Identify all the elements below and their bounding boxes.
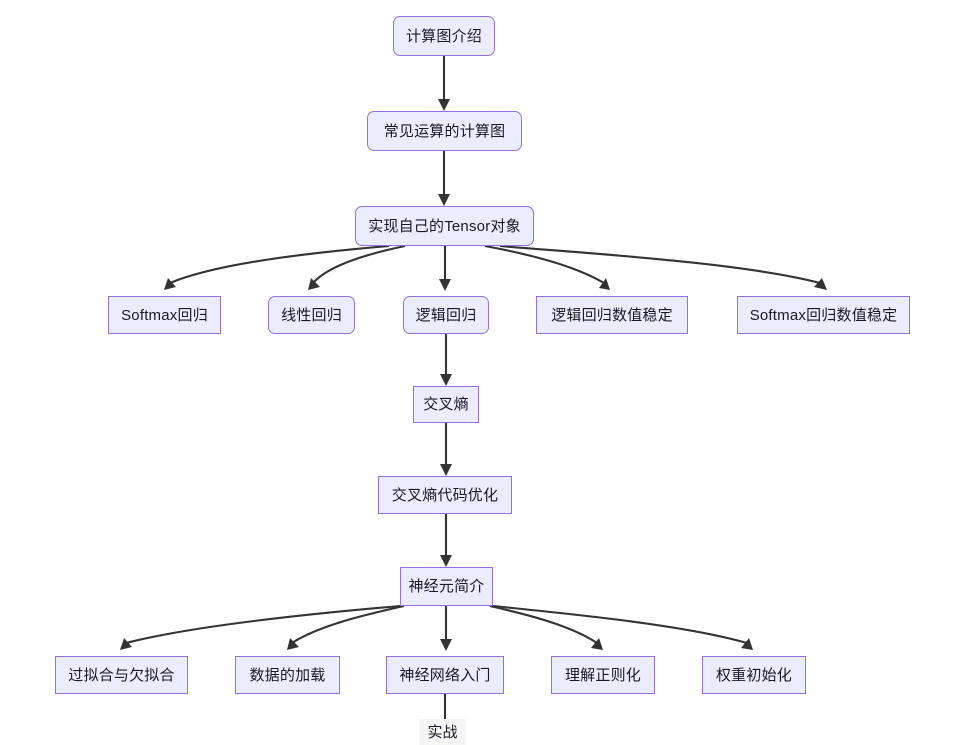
arrowhead-n11-to-n12 [120,638,132,650]
flow-node-label: 神经网络入门 [399,666,491,684]
flow-node-n16[interactable]: 权重初始化 [702,656,806,694]
flow-node-n11[interactable]: 神经元简介 [400,567,493,606]
flow-node-label: 权重初始化 [715,666,792,684]
flow-node-n10[interactable]: 交叉熵代码优化 [378,476,512,514]
flow-node-n3[interactable]: 实现自己的Tensor对象 [355,206,534,246]
arrowhead-n3-to-n6 [439,279,451,291]
arrowhead-n3-to-n7 [599,278,610,290]
flow-node-label: 交叉熵 [423,396,469,413]
flow-node-label: 交叉熵代码优化 [391,486,499,504]
arrowhead-n11-to-n16 [741,638,753,650]
flow-node-label: 神经元简介 [408,578,485,595]
flow-node-label: 计算图介绍 [405,27,482,45]
flow-node-label: 数据的加载 [249,666,326,684]
flow-node-n14[interactable]: 神经网络入门 [386,656,504,694]
arrowhead-n11-to-n15 [591,638,603,650]
arrowhead-n9-to-n10 [440,464,452,476]
arrowhead-n3-to-n8 [814,278,827,290]
arrowhead-n10-to-n11 [440,555,452,567]
edge-n3-to-n7 [484,244,605,284]
edge-n11-to-n13 [291,604,405,644]
flow-node-label: Softmax回归数值稳定 [749,306,898,324]
flow-node-n2[interactable]: 常见运算的计算图 [367,111,522,151]
arrowhead-n3-to-n4 [164,278,176,290]
flow-node-n4[interactable]: Softmax回归 [108,296,221,334]
flow-node-n12[interactable]: 过拟合与欠拟合 [55,656,188,694]
flow-node-n5[interactable]: 线性回归 [268,296,355,334]
flow-node-label: Softmax回归 [121,306,208,324]
flow-node-n9[interactable]: 交叉熵 [413,386,479,423]
edge-n3-to-n4 [169,244,390,284]
arrowhead-n1-to-n2 [438,99,450,111]
flow-node-label: 常见运算的计算图 [383,122,506,140]
flow-node-label: 线性回归 [281,306,342,324]
flow-node-label: 逻辑回归数值稳定 [551,306,673,324]
flow-node-n1[interactable]: 计算图介绍 [393,16,495,56]
edge-n11-to-n16 [492,604,748,645]
flow-node-n17[interactable]: 实战 [419,719,466,745]
flow-node-label: 理解正则化 [564,666,641,684]
flow-node-label: 过拟合与欠拟合 [68,666,175,684]
edge-n11-to-n12 [125,604,401,645]
arrowhead-n6-to-n9 [440,374,452,386]
arrowhead-n11-to-n13 [287,638,299,650]
arrowhead-n2-to-n3 [438,194,450,206]
flow-node-n15[interactable]: 理解正则化 [551,656,655,694]
flow-node-n6[interactable]: 逻辑回归 [403,296,489,334]
edges-group [120,56,827,720]
flow-node-n7[interactable]: 逻辑回归数值稳定 [536,296,688,334]
flow-node-n8[interactable]: Softmax回归数值稳定 [737,296,910,334]
edge-n3-to-n8 [499,244,821,285]
flow-node-label: 实现自己的Tensor对象 [368,217,521,235]
flow-node-n13[interactable]: 数据的加载 [235,656,340,694]
edge-n3-to-n5 [312,244,406,284]
arrowhead-n3-to-n5 [308,278,320,290]
arrowhead-n11-to-n14 [440,639,452,651]
edge-n11-to-n15 [489,604,598,644]
flow-node-label: 实战 [427,723,458,741]
flow-node-label: 逻辑回归 [415,306,477,324]
